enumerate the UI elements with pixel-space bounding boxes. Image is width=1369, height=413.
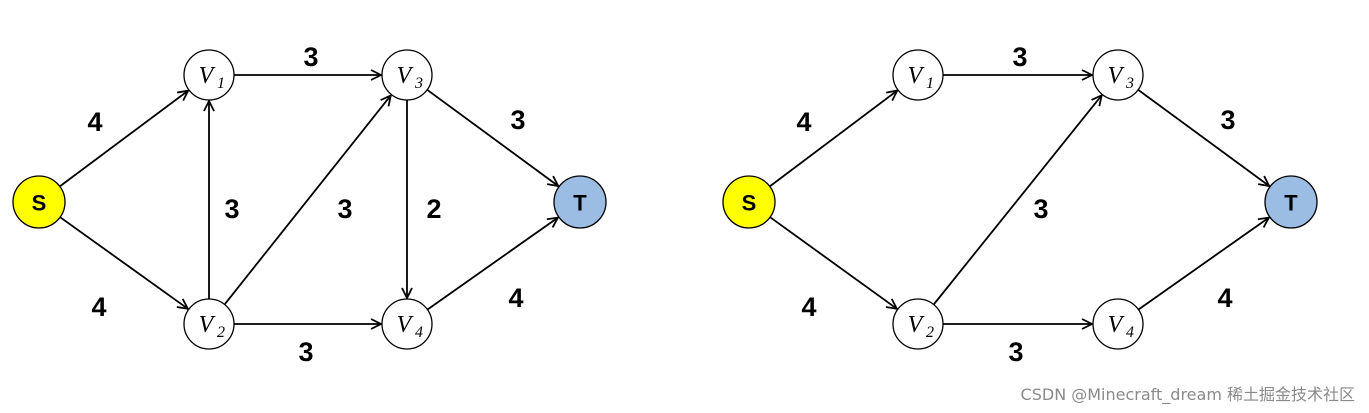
- edge-s-v1: [769, 91, 897, 188]
- edge-weight-v3-v4: 2: [426, 194, 441, 224]
- edge-weight-v2-v4: 3: [1008, 337, 1023, 367]
- node-label-s: S: [742, 191, 757, 216]
- edge-weight-v3-t: 3: [510, 105, 525, 135]
- node-label-v1: V: [908, 63, 925, 89]
- node-v3: [381, 49, 433, 101]
- edge-weight-v4-t: 4: [508, 283, 523, 313]
- node-label-v2: V: [199, 312, 216, 338]
- edge-weight-v2-v1: 3: [224, 194, 239, 224]
- node-label-v2: V: [908, 312, 925, 338]
- node-v4: [1092, 298, 1144, 350]
- node-subscript-v1: 1: [926, 75, 934, 92]
- edge-s-v2: [769, 216, 897, 309]
- node-subscript-v4: 4: [1126, 324, 1134, 341]
- node-v1: [892, 49, 944, 101]
- edge-weight-s-v1: 4: [87, 107, 102, 137]
- edge-weight-v1-v3: 3: [303, 42, 318, 72]
- edge-weight-v2-v3: 3: [337, 194, 352, 224]
- node-label-v3: V: [1108, 63, 1125, 89]
- node-subscript-v2: 2: [217, 324, 225, 341]
- node-label-t: T: [573, 191, 587, 216]
- node-t: [1264, 175, 1318, 229]
- node-subscript-v2: 2: [926, 324, 934, 341]
- node-v2: [183, 298, 235, 350]
- edge-v3-t: [426, 89, 558, 186]
- edge-weight-s-v1: 4: [796, 107, 811, 137]
- node-label-v4: V: [397, 312, 414, 338]
- edge-weight-v2-v3: 3: [1033, 194, 1048, 224]
- node-label-v1: V: [199, 63, 216, 89]
- edge-v3-t: [1137, 89, 1269, 186]
- node-subscript-v3: 3: [414, 75, 423, 92]
- node-s: [722, 175, 776, 229]
- node-v1: [183, 49, 235, 101]
- edge-weight-s-v2: 4: [801, 292, 816, 322]
- edge-weight-s-v2: 4: [91, 292, 106, 322]
- node-s: [12, 175, 66, 229]
- edge-v4-t: [1137, 218, 1269, 311]
- edge-weight-v3-t: 3: [1220, 105, 1235, 135]
- node-t: [553, 175, 607, 229]
- edge-weight-v4-t: 4: [1217, 283, 1232, 313]
- node-subscript-v3: 3: [1125, 75, 1134, 92]
- node-v2: [892, 298, 944, 350]
- watermark: CSDN @Minecraft_dream 稀土掘金技术社区: [1020, 385, 1355, 404]
- edge-s-v2: [59, 216, 188, 309]
- edge-weight-v2-v4: 3: [298, 337, 313, 367]
- edge-v4-t: [426, 218, 558, 311]
- node-label-t: T: [1284, 191, 1298, 216]
- edge-v2-v3: [932, 95, 1102, 306]
- node-label-s: S: [32, 191, 47, 216]
- node-label-v3: V: [397, 63, 414, 89]
- edge-weight-v1-v3: 3: [1012, 42, 1027, 72]
- edge-s-v1: [59, 91, 188, 188]
- node-v3: [1092, 49, 1144, 101]
- node-label-v4: V: [1108, 312, 1125, 338]
- edge-v2-v3: [223, 95, 391, 305]
- node-v4: [381, 298, 433, 350]
- node-subscript-v4: 4: [415, 324, 423, 341]
- node-subscript-v1: 1: [217, 75, 225, 92]
